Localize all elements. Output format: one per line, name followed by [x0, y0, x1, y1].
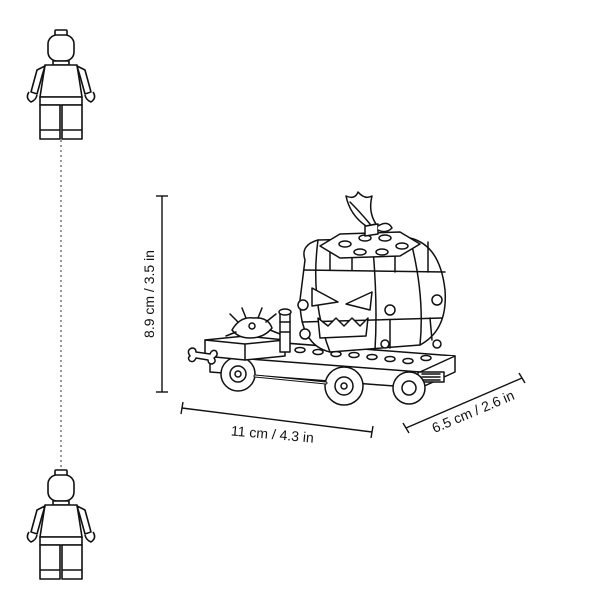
- minifigure-bottom-icon: [26, 469, 96, 580]
- depth-dimension: [402, 372, 526, 434]
- height-dimension: [156, 195, 168, 393]
- minifigure-top-icon: [26, 29, 96, 140]
- width-label: 11 cm / 4.3 in: [230, 422, 314, 445]
- pumpkin-carriage-icon: [187, 191, 456, 406]
- depth-label: 6.5 cm / 2.6 in: [429, 387, 516, 436]
- width-dimension: [180, 401, 374, 439]
- height-label: 8.9 cm / 3.5 in: [141, 250, 157, 338]
